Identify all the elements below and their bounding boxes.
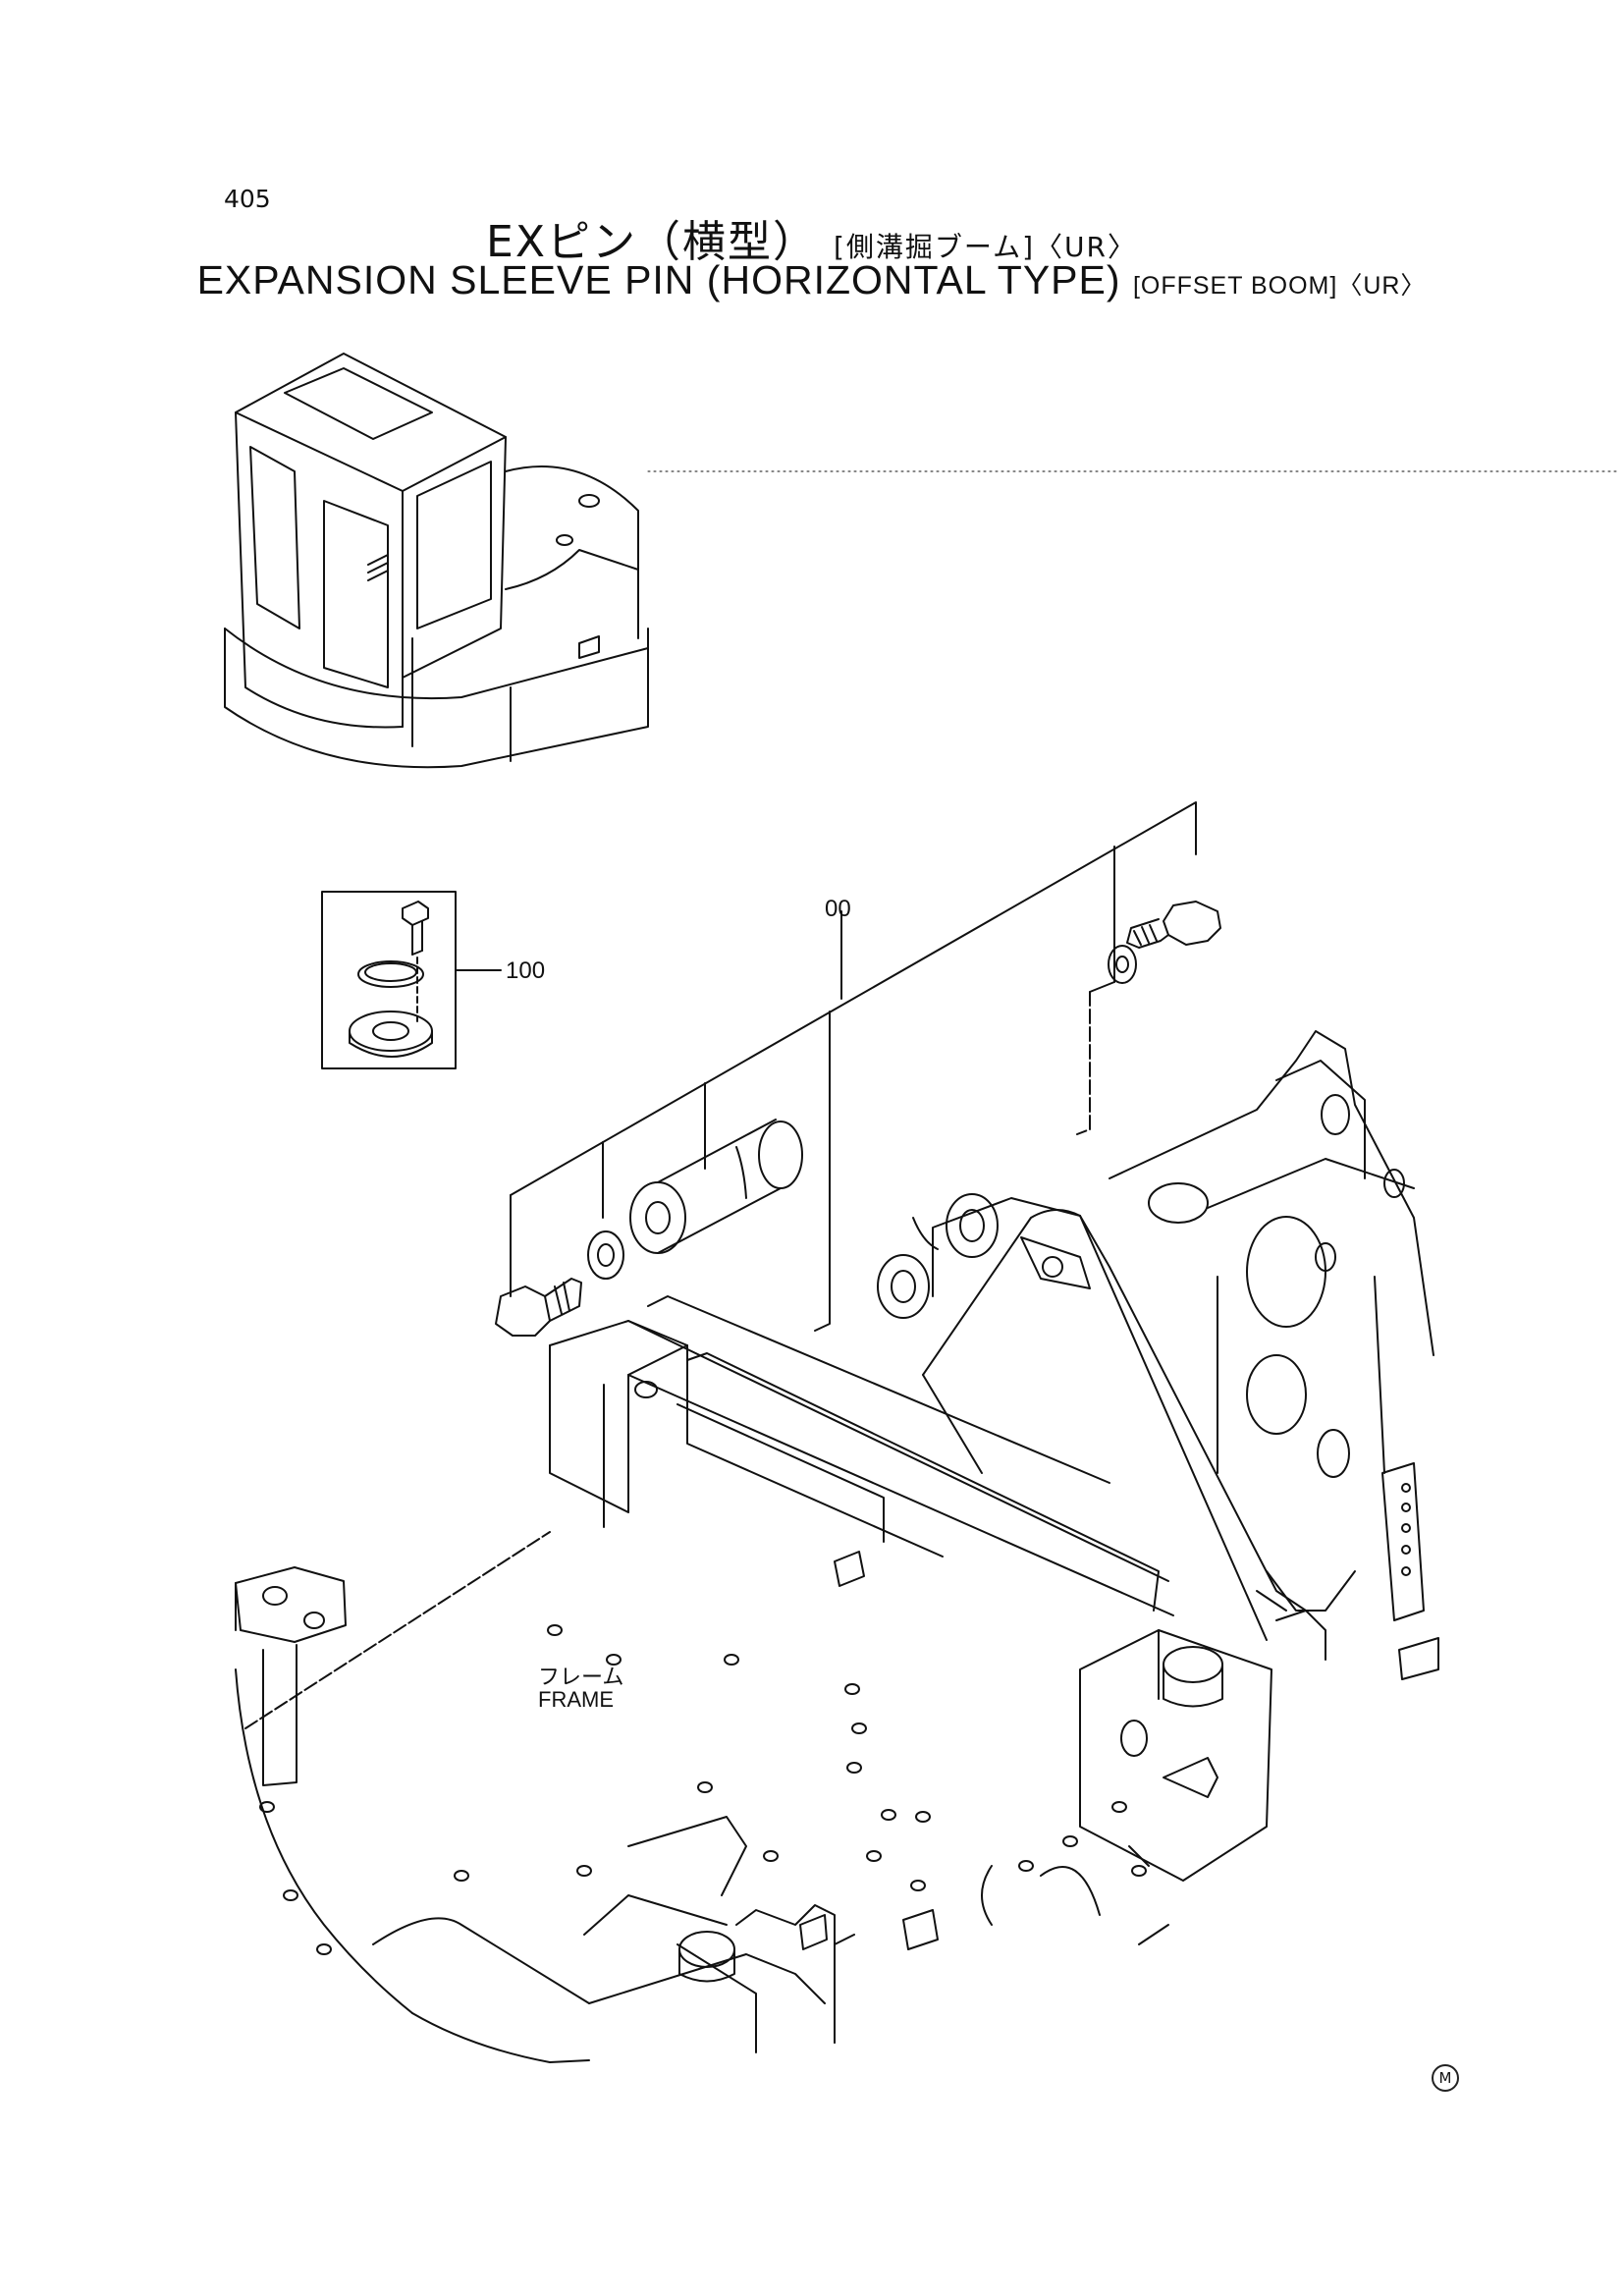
- frame-structure: [235, 1030, 1439, 2063]
- frame-label-en: FRAME: [538, 1687, 614, 1712]
- bolt-right: [1108, 901, 1221, 984]
- assembly-leader-lines: [510, 801, 1197, 1332]
- machine-overview: [224, 353, 1621, 769]
- frame-label-jp: フレーム: [538, 1666, 624, 1690]
- page-number: 405: [224, 185, 271, 213]
- bolt-left: [495, 1278, 582, 1337]
- corner-mark: M: [1432, 2064, 1459, 2092]
- kit-100-box: [321, 891, 502, 1069]
- expansion-sleeve-pin: [629, 1119, 803, 1254]
- title-en-main: EXPANSION SLEEVE PIN (HORIZONTAL TYPE): [196, 257, 1121, 302]
- title-english: EXPANSION SLEEVE PIN (HORIZONTAL TYPE) […: [0, 257, 1623, 303]
- title-en-subtitle: [OFFSET BOOM]〈UR〉: [1132, 272, 1427, 300]
- title-jp-subtitle: [側溝掘ブーム]〈UR〉: [833, 231, 1137, 263]
- callout-assembly-00: 00: [825, 896, 851, 922]
- callout-kit-100: 100: [506, 957, 546, 984]
- washer-left: [587, 1230, 624, 1280]
- title-japanese: EXピン（横型） [側溝掘ブーム]〈UR〉: [0, 206, 1623, 269]
- title-jp-main: EXピン（横型）: [486, 217, 818, 267]
